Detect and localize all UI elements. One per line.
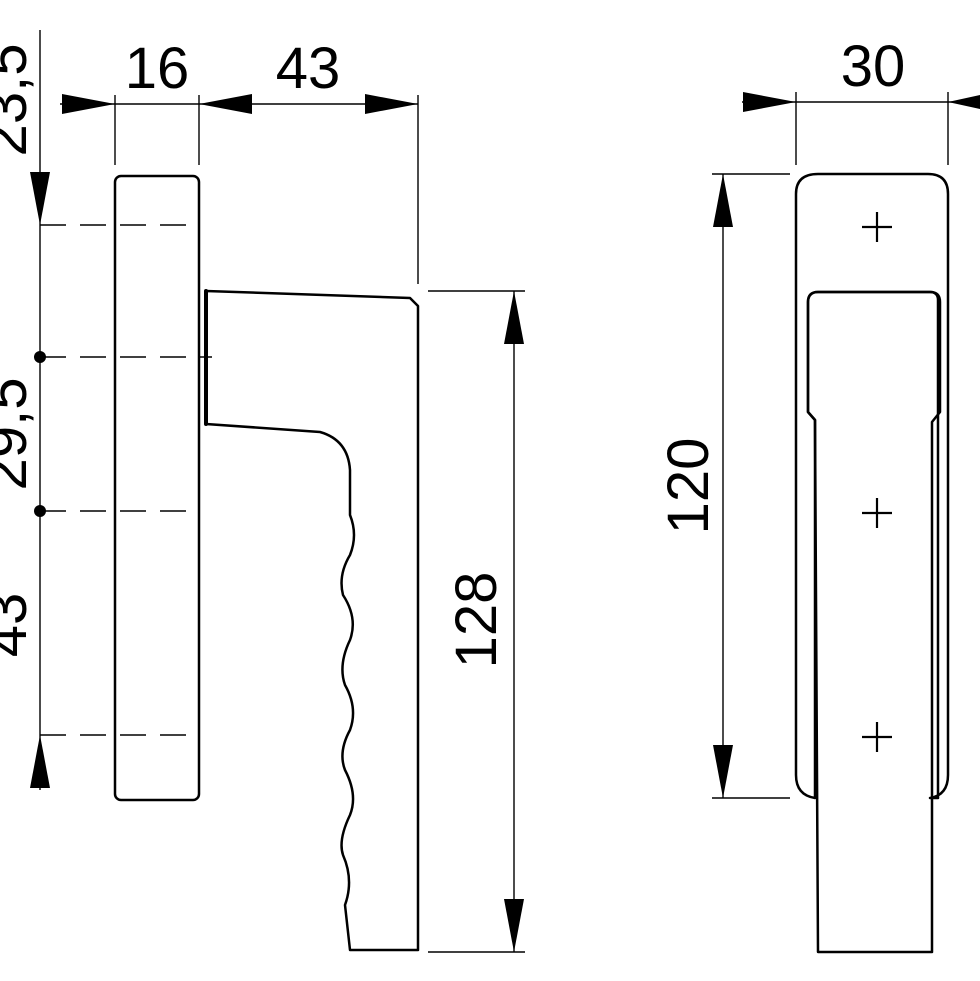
dim-base-depth: 16 xyxy=(125,36,190,101)
dim-lever-length: 128 xyxy=(444,572,509,669)
screw-marker-bottom xyxy=(862,722,892,752)
side-base-plate xyxy=(113,174,201,802)
arrow-height-bottom xyxy=(713,745,733,798)
arrow-width-left xyxy=(743,92,796,112)
dim-width: 30 xyxy=(841,34,906,99)
arrow-width-right xyxy=(948,95,980,109)
arrow-top-offset xyxy=(30,172,50,225)
side-view: 23,5 29,5 43 16 43 128 xyxy=(0,30,525,953)
dimension-dot-lower xyxy=(34,505,46,517)
arrow-lever-length-top xyxy=(504,291,524,344)
dim-lower-offset: 43 xyxy=(0,593,39,658)
dim-base-height: 120 xyxy=(656,438,721,535)
arrow-base-depth xyxy=(62,94,115,114)
front-view: 30 120 xyxy=(656,34,980,954)
side-lever-profile xyxy=(204,289,420,952)
screw-marker-middle xyxy=(862,498,892,528)
front-base-plate xyxy=(794,172,950,800)
arrow-lower-offset xyxy=(30,735,50,788)
dimension-dot-upper xyxy=(34,351,46,363)
arrow-lever-depth-right xyxy=(365,94,418,114)
dim-lever-depth: 43 xyxy=(276,36,341,101)
arrow-lever-depth-left xyxy=(199,94,252,114)
dim-spindle-spacing: 29,5 xyxy=(0,378,39,491)
dim-top-offset: 23,5 xyxy=(0,44,39,157)
arrow-height-top xyxy=(713,174,733,227)
screw-marker-top xyxy=(862,212,892,242)
front-handle-grip xyxy=(806,290,942,954)
arrow-lever-length-bottom xyxy=(504,899,524,952)
